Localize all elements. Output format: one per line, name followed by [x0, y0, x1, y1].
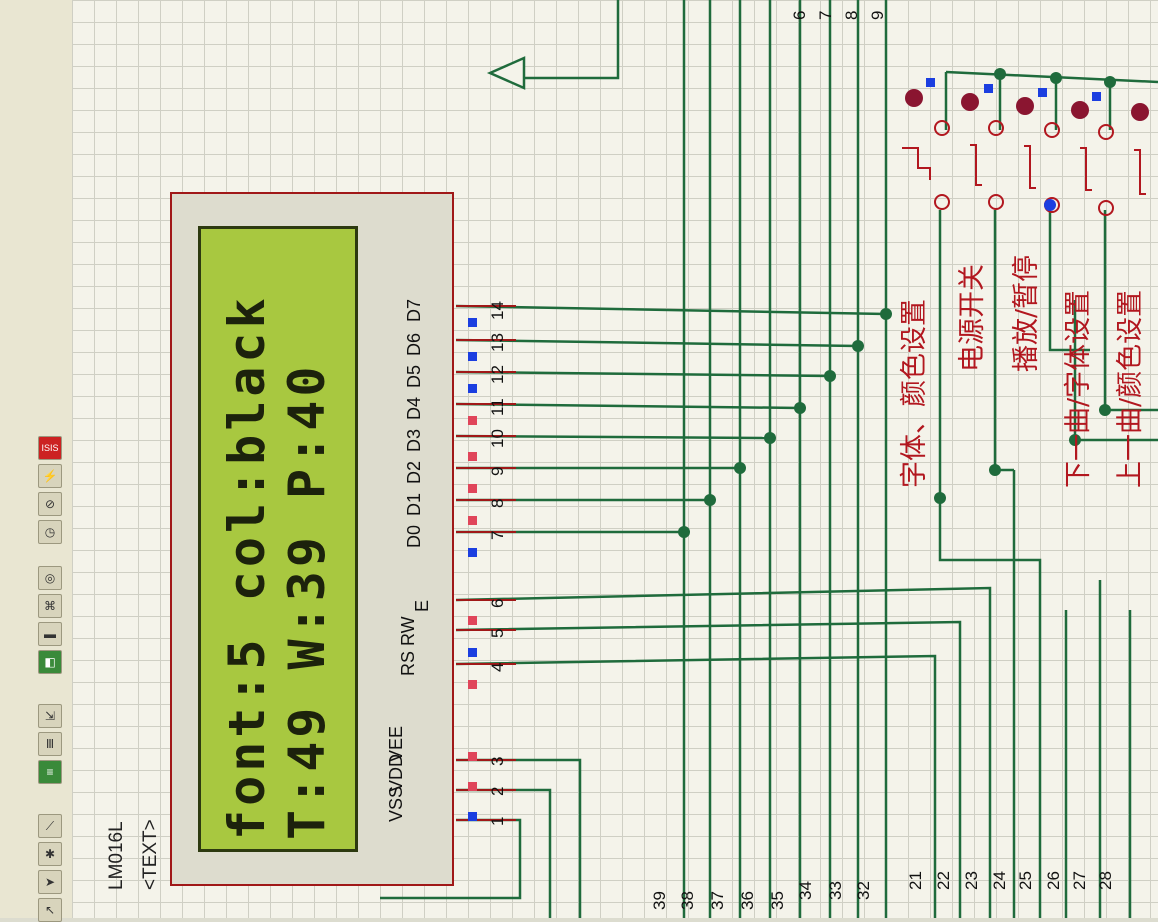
text-tag: <TEXT> [140, 819, 161, 890]
bottom-pin: 28 [1096, 871, 1115, 890]
pin-marker [468, 516, 477, 525]
pin-label-d4: D4 [404, 396, 424, 420]
junction-icon[interactable]: ✱ [38, 842, 62, 866]
pin-label-rs: RS [398, 650, 418, 676]
bottom-pin: 25 [1016, 871, 1035, 890]
pin-num-9: 9 [488, 466, 507, 476]
pin-num-12: 12 [488, 365, 507, 384]
terminal-icon[interactable]: ◧ [38, 650, 62, 674]
wire-label-icon[interactable]: ⟋ [38, 814, 62, 838]
pin-num-8: 8 [488, 498, 507, 508]
bottom-pin: 37 [708, 891, 727, 910]
pin-num-10: 10 [488, 429, 507, 448]
pin-marker [468, 648, 477, 657]
pin-num-3: 3 [488, 756, 507, 766]
bottom-pin: 38 [678, 891, 697, 910]
toolbar: ↖ ➤ ✱ ⟋ ≡ Ⅲ ⇲ ◧ ▬ ⌘ ◎ ◷ ⊘ ⚡ ISIS [0, 0, 73, 922]
text-script-icon[interactable]: ≡ [38, 760, 62, 784]
probe-icon[interactable]: ⊘ [38, 492, 62, 516]
lcd-line-2: T:49 W:39 P:40 [278, 362, 336, 840]
pin-num-1: 1 [488, 816, 507, 826]
top-pin: 7 [816, 10, 835, 20]
logo-icon[interactable]: ISIS [38, 436, 62, 460]
bottom-pin: 24 [990, 871, 1009, 890]
pin-marker [468, 384, 477, 393]
tape-icon[interactable]: ◎ [38, 566, 62, 590]
bottom-pin: 36 [738, 891, 757, 910]
generator-icon[interactable]: ◷ [38, 520, 62, 544]
button-label-play-pause: 播放/暂停 [1011, 254, 1042, 372]
bottom-pin: 33 [826, 881, 845, 900]
bottom-pin: 27 [1070, 871, 1089, 890]
part-name: LM016L [106, 821, 127, 890]
lcd-line-1: font:5 col:black [218, 294, 276, 840]
pin-label-e: E [412, 599, 432, 612]
pin-marker [468, 812, 477, 821]
button-label-power: 电源开关 [957, 264, 988, 372]
bottom-pin: 22 [934, 871, 953, 890]
pin-num-11: 11 [488, 398, 507, 416]
pin-icon[interactable]: ▬ [38, 622, 62, 646]
pin-num-6: 6 [488, 598, 507, 608]
pin-num-2: 2 [488, 786, 507, 796]
bottom-pin: 39 [650, 891, 669, 910]
button-label-next-font: 下一曲/字体设置 [1063, 289, 1094, 488]
pin-marker [468, 616, 477, 625]
pin-marker [468, 548, 477, 557]
pin-num-7: 7 [488, 530, 507, 540]
bottom-pin: 35 [768, 891, 787, 910]
top-pin: 8 [842, 10, 861, 20]
lcd-screen [198, 226, 358, 852]
bottom-pin: 34 [796, 881, 815, 900]
pin-marker [468, 352, 477, 361]
button-label-prev-color: 上一曲/颜色设置 [1115, 289, 1146, 488]
bottom-pin: 26 [1044, 871, 1063, 890]
meter-icon[interactable]: ⚡ [38, 464, 62, 488]
pin-stubs [456, 296, 516, 840]
pin-label-rw: RW [398, 616, 418, 646]
top-pin: 6 [790, 10, 809, 20]
bottom-pin: 32 [854, 881, 873, 900]
pin-marker [468, 318, 477, 327]
pin-marker [468, 452, 477, 461]
top-pin: 9 [868, 10, 887, 20]
pin-label-d0: D0 [404, 524, 424, 548]
graph-icon[interactable]: ⌘ [38, 594, 62, 618]
pin-label-d3: D3 [404, 428, 424, 452]
pin-num-4: 4 [488, 662, 507, 672]
pin-marker [468, 680, 477, 689]
pin-num-14: 14 [488, 301, 507, 320]
pin-label-vee: VEE [386, 725, 406, 762]
pin-marker [468, 782, 477, 791]
pin-marker [468, 752, 477, 761]
bottom-pin: 23 [962, 871, 981, 890]
button-label-font-color: 字体、颜色设置 [899, 299, 930, 488]
pin-marker [468, 484, 477, 493]
pin-label-d6: D6 [404, 332, 424, 356]
pin-num-5: 5 [488, 628, 507, 638]
pin-label-d2: D2 [404, 460, 424, 484]
pin-marker [468, 416, 477, 425]
pin-label-d7: D7 [404, 298, 424, 322]
bottom-pin: 21 [906, 871, 925, 890]
pin-label-d1: D1 [404, 492, 424, 516]
pin-num-13: 13 [488, 333, 507, 352]
bus-icon[interactable]: Ⅲ [38, 732, 62, 756]
component-icon[interactable]: ➤ [38, 870, 62, 894]
pin-label-d5: D5 [404, 364, 424, 388]
subcircuit-icon[interactable]: ⇲ [38, 704, 62, 728]
